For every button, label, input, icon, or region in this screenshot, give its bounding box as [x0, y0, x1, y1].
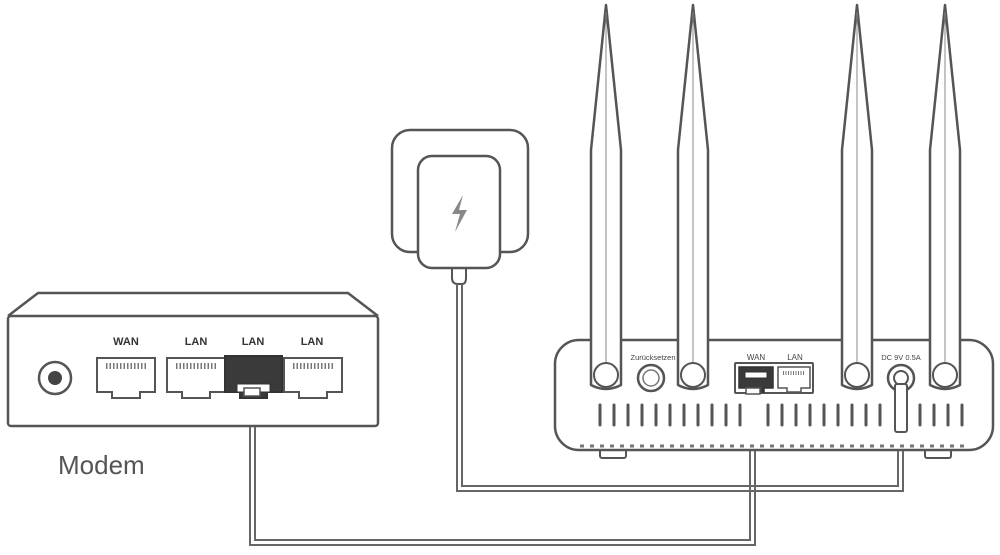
- modem-wan-label: WAN: [113, 336, 139, 348]
- modem-wan-port: [96, 357, 156, 399]
- ethernet-cable: [249, 380, 756, 546]
- router-lan-port: [777, 366, 811, 393]
- router: Zurücksetzen WAN LAN DC 9V 0.5A: [553, 3, 995, 459]
- modem-caption: Modem: [58, 450, 145, 480]
- modem-lan3-label: LAN: [301, 336, 324, 348]
- router-wan-label: WAN: [747, 353, 766, 362]
- power-adapter: [390, 128, 530, 285]
- modem-lan1-label: LAN: [185, 336, 208, 348]
- modem: WAN LAN LAN LAN Modem: [6, 291, 380, 480]
- modem-lan-plug: [243, 387, 261, 397]
- modem-lan2-label: LAN: [242, 336, 265, 348]
- modem-lan1-port: [166, 357, 226, 399]
- modem-top: [7, 291, 379, 317]
- router-body: [553, 338, 995, 452]
- cables: [249, 284, 904, 546]
- router-dc-plug: [894, 383, 908, 433]
- modem-lan3-port: [283, 357, 343, 399]
- power-cable: [456, 284, 904, 492]
- router-wan-port-plugged: [738, 366, 774, 393]
- adapter-plug-neck: [451, 268, 467, 285]
- router-wan-plug: [745, 387, 761, 395]
- lightning-bolt-icon: [452, 195, 467, 232]
- router-lan-label: LAN: [787, 353, 803, 362]
- router-reset-label: Zurücksetzen: [630, 353, 675, 362]
- router-power-label: DC 9V 0.5A: [881, 353, 921, 362]
- router-vents: [598, 403, 964, 427]
